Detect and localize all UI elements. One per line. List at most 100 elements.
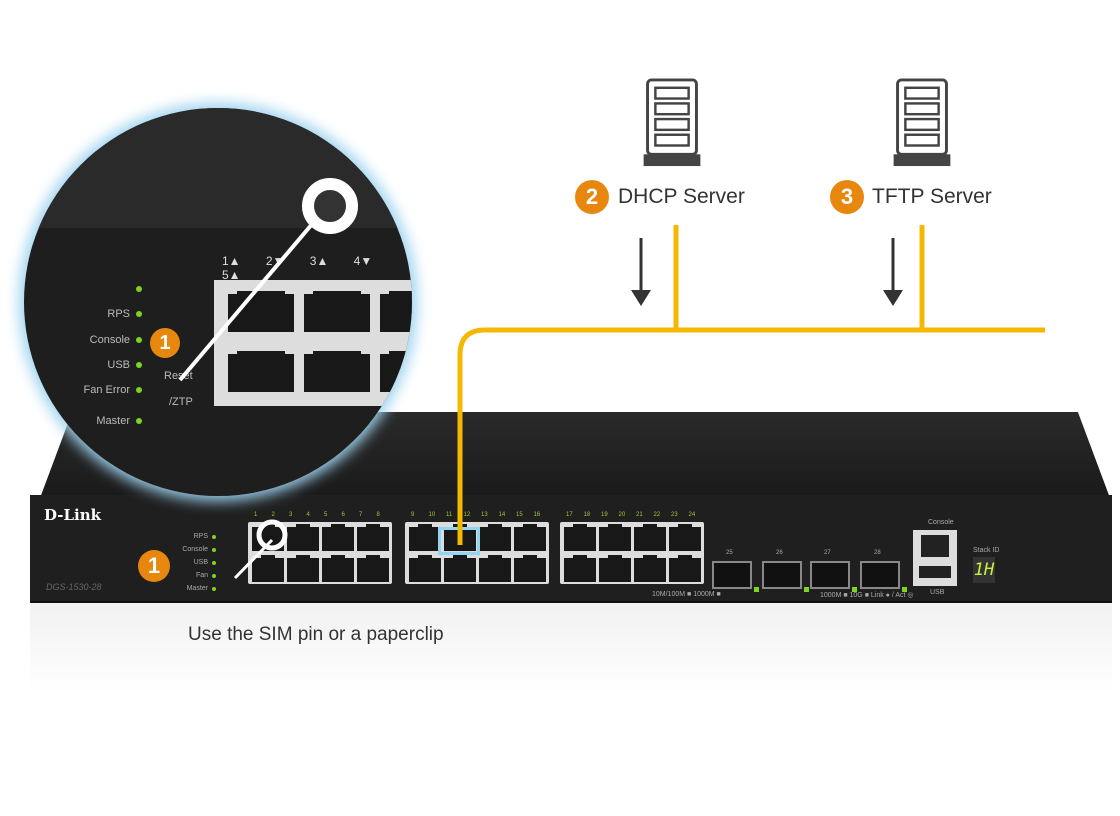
rj45-port — [669, 524, 701, 551]
panel-led-label: Master — [186, 585, 208, 592]
server-cables — [673, 225, 925, 330]
port-number: 10 — [428, 512, 436, 518]
ztp-label: /ZTP — [169, 396, 193, 408]
port-number: 21 — [636, 512, 643, 518]
rj45-port — [357, 524, 389, 551]
sfp-led — [804, 587, 809, 592]
magnified-led-label: Fan Error — [83, 384, 130, 396]
console-port — [921, 535, 949, 557]
step-1-caption: Use the SIM pin or a paperclip — [188, 624, 444, 645]
panel-led-label: Fan — [195, 572, 208, 579]
magnified-led-label: Console — [89, 334, 130, 346]
switch-reflection — [30, 603, 1112, 693]
port-number: 15 — [516, 512, 523, 518]
rj45-port — [444, 555, 476, 582]
rj45-port — [669, 555, 701, 582]
sfp-port-number: 25 — [726, 550, 733, 556]
port-number: 1 — [254, 512, 258, 518]
console-usb-block — [913, 530, 957, 586]
port-number: 3 — [289, 512, 293, 518]
rj45-port — [322, 555, 354, 582]
sfp-port — [762, 561, 802, 589]
magnified-led — [136, 387, 142, 393]
rj45-port — [564, 524, 596, 551]
step-badge-3: 3 — [830, 180, 864, 214]
stack-id-label: Stack ID — [973, 547, 1000, 554]
pin-pointer-magnified — [302, 178, 358, 234]
stack-id-display: 1H — [973, 557, 995, 583]
step-badge-2: 2 — [575, 180, 609, 214]
sfp-port-number: 26 — [776, 550, 783, 556]
sfp-led — [902, 587, 907, 592]
panel-led — [212, 574, 216, 578]
rj45-port — [287, 555, 319, 582]
console-label: Console — [928, 519, 954, 526]
rj45-port — [322, 524, 354, 551]
port-number: 13 — [481, 512, 488, 518]
port-number: 19 — [601, 512, 608, 518]
port-number: 12 — [463, 512, 471, 518]
port-number: 17 — [566, 512, 573, 518]
tftp-server-label: TFTP Server — [872, 185, 992, 208]
panel-led-label: USB — [193, 559, 208, 566]
magnified-led-label: USB — [107, 359, 130, 371]
tftp-server-icon — [893, 78, 951, 167]
panel-led — [212, 535, 216, 539]
magnified-led — [136, 337, 142, 343]
panel-led-label: Console — [182, 546, 208, 553]
panel-led-label: RPS — [193, 533, 208, 540]
port-number: 9 — [411, 512, 415, 518]
panel-led — [212, 561, 216, 565]
port-number: 5 — [324, 512, 328, 518]
port-number: 11 — [446, 512, 453, 518]
sfp-port-number: 27 — [824, 550, 831, 556]
sfp-port — [810, 561, 850, 589]
panel-led — [212, 548, 216, 552]
rj45-port — [634, 555, 666, 582]
rj45-port — [357, 555, 389, 582]
port-number: 14 — [498, 512, 506, 518]
sfp-port — [712, 561, 752, 589]
port-number: 18 — [583, 512, 591, 518]
rj45-port — [599, 555, 631, 582]
sfp-led — [754, 587, 759, 592]
sfp-port-number: 28 — [874, 550, 881, 556]
magnified-led — [136, 362, 142, 368]
arrow-down-icon — [883, 290, 903, 306]
rj45-port — [479, 524, 511, 551]
sfp-port — [860, 561, 900, 589]
brand-logo: D-Link — [44, 506, 102, 524]
network-cable — [457, 327, 1045, 545]
speed-legend: 10M/100M ■ 1000M ■ — [652, 591, 721, 598]
model-label: DGS-1530-28 — [46, 582, 102, 592]
rj45-port — [634, 524, 666, 551]
port-number: 20 — [618, 512, 626, 518]
rj45-port — [409, 524, 441, 551]
port-number: 24 — [688, 512, 696, 518]
rj45-port — [252, 555, 284, 582]
magnified-led — [136, 311, 142, 317]
magnified-led — [136, 418, 142, 424]
port-number: 6 — [341, 512, 345, 518]
link-legend: 1000M ■ 10G ■ Link ● / Act ◎ — [820, 592, 914, 599]
magnified-led-label: Master — [96, 415, 130, 427]
port-number: 22 — [653, 512, 661, 518]
rj45-port — [599, 524, 631, 551]
rj45-port — [514, 555, 546, 582]
rj45-port — [514, 524, 546, 551]
power-icon — [136, 286, 142, 292]
dhcp-server-label: DHCP Server — [618, 185, 745, 208]
rj45-port — [479, 555, 511, 582]
port-number: 7 — [359, 512, 363, 518]
dhcp-server-icon — [643, 78, 701, 167]
port-number: 2 — [271, 512, 275, 518]
port-number: 8 — [376, 512, 380, 518]
port-number: 16 — [533, 512, 541, 518]
panel-led — [212, 587, 216, 591]
usb-label: USB — [930, 589, 945, 596]
magnified-ports — [214, 280, 412, 406]
magnified-port-numbers: 1▲ 2▼ 3▲ 4▼ 5▲ — [222, 254, 373, 282]
port-number: 4 — [306, 512, 310, 518]
magnified-led-label: RPS — [107, 308, 130, 320]
